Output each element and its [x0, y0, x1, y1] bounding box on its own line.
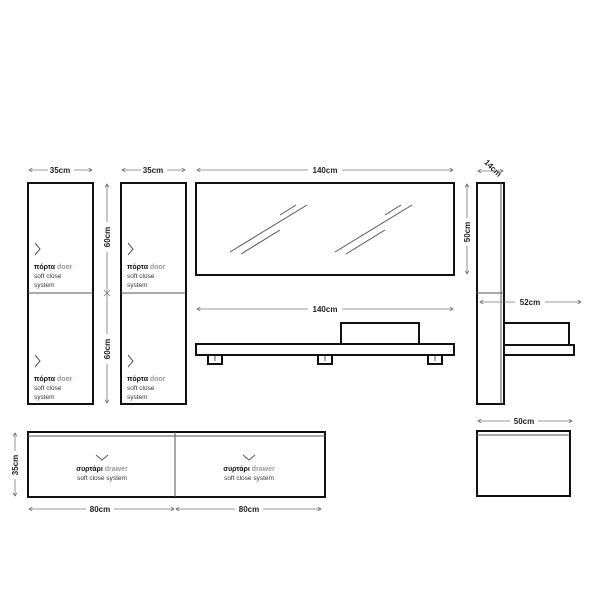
- door-sub-label: system: [34, 394, 55, 401]
- shelf-width-label: 140cm: [313, 305, 338, 314]
- side-depth-label: 14cm: [482, 158, 503, 179]
- wall-cabinet-1: 35cm πόρτα door soft close system πόρτα …: [27, 165, 94, 405]
- drawer-label: συρτάρι drawer: [76, 466, 128, 473]
- drawer1-width-label: 80cm: [90, 505, 110, 514]
- cab1-width-label: 35cm: [50, 166, 70, 175]
- drawer-unit: 35cm συρτάρι drawer soft close system συ…: [10, 431, 326, 514]
- mirror: 140cm 50cm: [195, 165, 472, 276]
- mirror-height-label: 50cm: [463, 222, 472, 242]
- door-sub-label: system: [127, 282, 148, 289]
- door-label: πόρτα door: [127, 264, 166, 271]
- door-sub-label: system: [127, 394, 148, 401]
- door-sub-label: soft close: [127, 385, 155, 392]
- drawer-sub-label: soft close system: [77, 475, 127, 482]
- drawer-chevron-icon: [95, 454, 109, 461]
- door-label: πόρτα door: [127, 376, 166, 383]
- door-sub-label: soft close: [34, 273, 62, 280]
- shelf-front-view: 140cm: [195, 304, 455, 365]
- glass-reflection-icon: [229, 204, 413, 255]
- drawer-chevron-icon: [242, 454, 256, 461]
- drawer-depth-label: 50cm: [514, 417, 534, 426]
- side-shelf-depth-label: 52cm: [520, 298, 540, 307]
- door-chevron-icon: [127, 354, 134, 368]
- door-height-bottom-label: 60cm: [103, 339, 112, 359]
- door-label: πόρτα door: [34, 376, 73, 383]
- drawer2-width-label: 80cm: [239, 505, 259, 514]
- cab2-width-label: 35cm: [143, 166, 163, 175]
- drawer-sub-label: soft close system: [224, 475, 274, 482]
- drawer-height-label: 35cm: [11, 455, 20, 475]
- drawer-side-view: 50cm: [476, 416, 572, 497]
- side-view: 14cm 52cm: [476, 158, 581, 405]
- door-sub-label: system: [34, 282, 55, 289]
- door-chevron-icon: [127, 242, 134, 256]
- mirror-width-label: 140cm: [313, 166, 338, 175]
- door-chevron-icon: [34, 242, 41, 256]
- drawer-label: συρτάρι drawer: [223, 466, 275, 473]
- door-sub-label: soft close: [127, 273, 155, 280]
- door-label: πόρτα door: [34, 264, 73, 271]
- door-chevron-icon: [34, 354, 41, 368]
- door-sub-label: soft close: [34, 385, 62, 392]
- door-height-top-label: 60cm: [103, 227, 112, 247]
- door-height-dimension: 60cm 60cm: [102, 184, 112, 403]
- wall-cabinet-2: 35cm πόρτα door soft close system πόρτα …: [120, 165, 187, 405]
